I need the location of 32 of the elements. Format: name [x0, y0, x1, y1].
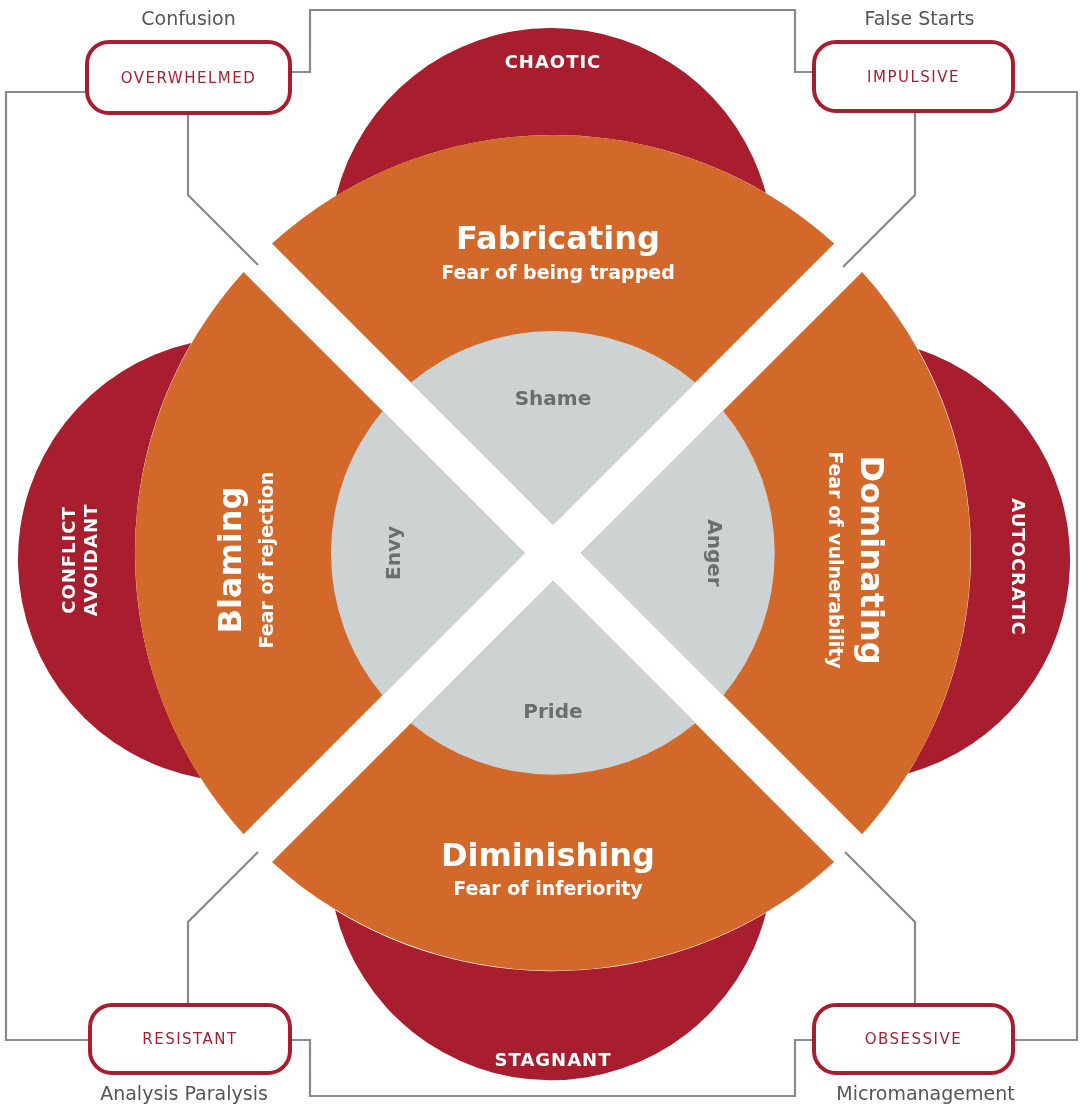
connector-line: [4, 90, 88, 1042]
fear-subtitle: Fear of vulnerability: [824, 451, 848, 669]
leader-line: [186, 115, 259, 266]
leader-line: [844, 851, 917, 1003]
category-label: CHAOTIC: [504, 51, 602, 73]
style-title: Diminishing: [440, 835, 655, 875]
connector-line: [292, 8, 812, 74]
emotion-label: Shame: [514, 386, 592, 410]
fear-subtitle: Fear of rejection: [254, 471, 278, 649]
descriptor-label: Confusion: [141, 7, 236, 29]
behavior-label: OBSESSIVE: [864, 1030, 963, 1048]
connector-line: [292, 1038, 812, 1098]
category-label: AUTOCRATIC: [1007, 498, 1029, 636]
style-title: Fabricating: [456, 218, 660, 258]
descriptor-label: False Starts: [864, 7, 975, 29]
category-label: CONFLICT AVOIDANT: [58, 502, 102, 619]
fear-subtitle: Fear of inferiority: [453, 876, 643, 900]
emotion-label: Anger: [703, 519, 727, 587]
leader-line: [186, 851, 259, 1003]
style-title: Dominating: [852, 455, 892, 665]
style-title: Blaming: [210, 486, 250, 634]
descriptor-label: Micromanagement: [836, 1082, 1015, 1104]
fear-subtitle: Fear of being trapped: [441, 260, 675, 284]
emotion-label: Pride: [523, 699, 583, 723]
behavior-label: OVERWHELMED: [120, 68, 257, 87]
descriptor-label: Analysis Paralysis: [100, 1082, 268, 1104]
category-label: STAGNANT: [494, 1049, 612, 1071]
emotion-label: Envy: [381, 526, 405, 580]
leader-line: [842, 113, 917, 268]
connector-line: [1015, 90, 1079, 1042]
behavior-label: IMPULSIVE: [867, 67, 960, 86]
behavior-label: RESISTANT: [142, 1030, 238, 1048]
